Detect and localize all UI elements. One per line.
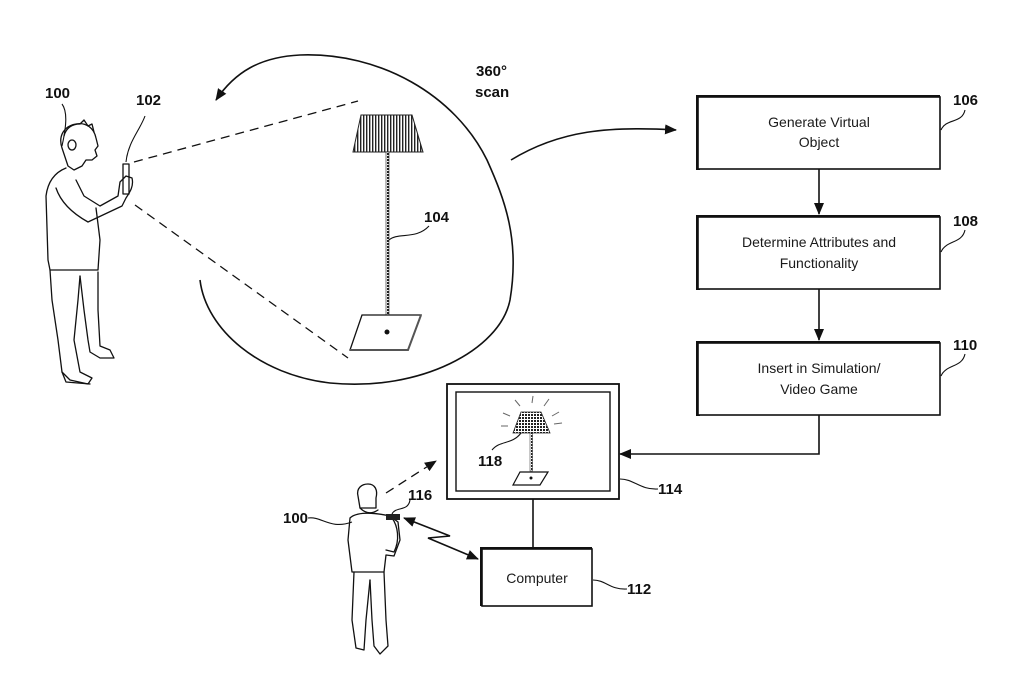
leader-114: [619, 478, 659, 490]
ref-112: 112: [627, 581, 651, 598]
scan-label-word: scan: [475, 84, 509, 101]
floor-lamp-physical: [349, 114, 424, 351]
ref-100-bottom: 100: [283, 510, 308, 527]
step-106-line1: Generate Virtual: [768, 114, 870, 130]
leader-108: [940, 229, 966, 253]
step-108-line2: Functionality: [780, 255, 859, 271]
leader-102: [125, 115, 146, 163]
leader-116: [391, 499, 411, 515]
flow-step-108: Determine Attributes and Functionality: [696, 215, 941, 290]
ref-116: 116: [408, 487, 432, 504]
ref-102: 102: [136, 92, 161, 109]
wireless-link-controller-computer: [403, 517, 479, 560]
view-direction-arrow: [385, 460, 437, 494]
user-figure-playing: [347, 483, 401, 655]
flow-step-106: Generate Virtual Object: [696, 95, 941, 170]
step-108-line1: Determine Attributes and: [742, 234, 896, 250]
step-110-line2: Video Game: [780, 381, 858, 397]
computer-box: Computer: [480, 547, 593, 607]
flow-step-110: Insert in Simulation/ Video Game: [696, 341, 941, 416]
computer-label: Computer: [506, 570, 568, 586]
ref-118: 118: [478, 453, 502, 470]
field-of-view-lower: [134, 204, 349, 359]
ref-110: 110: [953, 337, 977, 354]
leader-112: [592, 579, 628, 590]
ref-114: 114: [658, 481, 683, 498]
arrow-scan-to-generate: [510, 124, 677, 161]
step-106-line2: Object: [799, 134, 840, 150]
scan-label-degrees: 360°: [476, 63, 507, 80]
ref-106: 106: [953, 92, 978, 109]
leader-106: [940, 109, 966, 131]
arrow-insert-to-display: [619, 415, 820, 459]
field-of-view-upper: [133, 100, 359, 163]
leader-100-bottom: [307, 517, 353, 526]
leader-110: [940, 353, 966, 377]
ref-100-top: 100: [45, 85, 70, 102]
ref-104: 104: [424, 209, 450, 226]
scan-circle-arc: [199, 54, 514, 385]
glow-rays: [501, 395, 563, 427]
leader-104: [388, 225, 430, 241]
virtual-lamp-on-screen: [501, 395, 563, 486]
user-figure-scanning: [45, 119, 134, 385]
ref-108: 108: [953, 213, 978, 230]
step-110-line1: Insert in Simulation/: [758, 360, 881, 376]
leader-100-top: [61, 103, 67, 147]
leader-118: [491, 432, 522, 451]
